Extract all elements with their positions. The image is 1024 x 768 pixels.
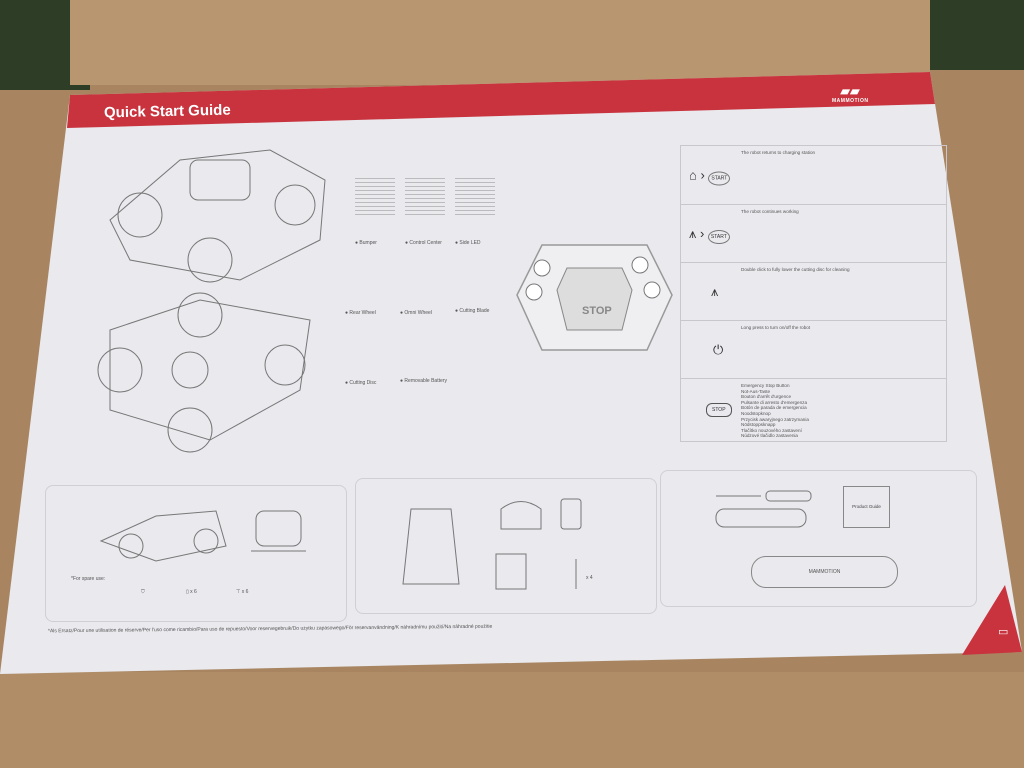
parts-list-row-1 <box>455 175 495 215</box>
part-rear-wheel: ● Rear Wheel <box>345 310 376 316</box>
spare-screw: ⊤ x 6 <box>236 589 249 595</box>
function-row-emergency-stop: STOP Emergency Stop Button Not-Aus-Taste… <box>681 378 946 441</box>
page-title: Quick Start Guide <box>103 101 231 122</box>
stop-icon: STOP <box>706 403 732 417</box>
function-row-lower-disc: ⩚ Double click to fully lower the cuttin… <box>681 262 946 321</box>
part-cutting-disc: ● Cutting Disc <box>345 380 377 386</box>
package-panel-charging: x 4 <box>355 478 657 614</box>
grass-background-right <box>920 0 1024 70</box>
function-text: Long press to turn on/off the robot <box>741 325 811 330</box>
stop-button[interactable]: STOP <box>582 305 612 317</box>
package-panel-robot: *For spare use: ⛉ ▯ x 6 ⊤ x 6 <box>45 485 347 622</box>
box-bottom <box>0 672 1024 768</box>
spare-part-clip: ⛉ <box>141 589 145 595</box>
grass-icon: ⩚ <box>711 284 719 299</box>
part-side-led: ● Side LED <box>455 240 481 246</box>
function-row-return: ⌂ › START The robot returns to charging … <box>681 146 946 204</box>
robot-illustration <box>99 510 306 562</box>
function-text: The robot returns to charging station <box>741 150 816 155</box>
function-text: The robot continues working <box>741 209 799 214</box>
package-panel-tools: Product Guide MAMMOTION <box>660 470 977 607</box>
control-panel-illustration <box>516 244 673 351</box>
spare-blade: ▯ x 6 <box>186 589 197 595</box>
robot-top-illustration <box>97 149 326 453</box>
screwdriver-illustration <box>715 490 812 528</box>
parts-list-row-1 <box>355 175 395 215</box>
peg-count: x 4 <box>586 575 593 581</box>
charging-station-illustration <box>402 498 582 590</box>
power-icon: ⏻ <box>713 342 724 357</box>
cleaning-brush: MAMMOTION <box>751 556 898 588</box>
brand-logo: ▰▰MAMMOTION <box>832 84 869 104</box>
function-row-continue: ⩚ › START The robot continues working <box>681 204 946 263</box>
function-row-power: ⏻ Long press to turn on/off the robot <box>681 320 946 379</box>
home-icon: ⌂ › START <box>689 168 731 186</box>
parts-list-row-1 <box>405 175 445 215</box>
part-control-center: ● Control Center <box>405 240 442 246</box>
parts-list: ● Bumper ● Control Center ● Side LED ● R… <box>345 170 515 420</box>
function-text: Double click to fully lower the cutting … <box>741 267 850 272</box>
part-cutting-blade: ● Cutting Blade <box>455 308 490 314</box>
part-bumper: ● Bumper <box>355 240 377 246</box>
spare-use-label: *For spare use: <box>71 576 106 582</box>
part-removable-battery: ● Removable Battery <box>400 378 447 384</box>
button-function-table: ⌂ › START The robot returns to charging … <box>680 145 947 442</box>
product-guide-booklet: Product Guide <box>843 486 890 528</box>
box-flap-top <box>70 0 930 85</box>
booklet-icon: ▭ <box>998 626 1009 638</box>
grass-icon: ⩚ › START <box>689 226 730 244</box>
part-omni-wheel: ● Omni Wheel <box>400 310 432 316</box>
